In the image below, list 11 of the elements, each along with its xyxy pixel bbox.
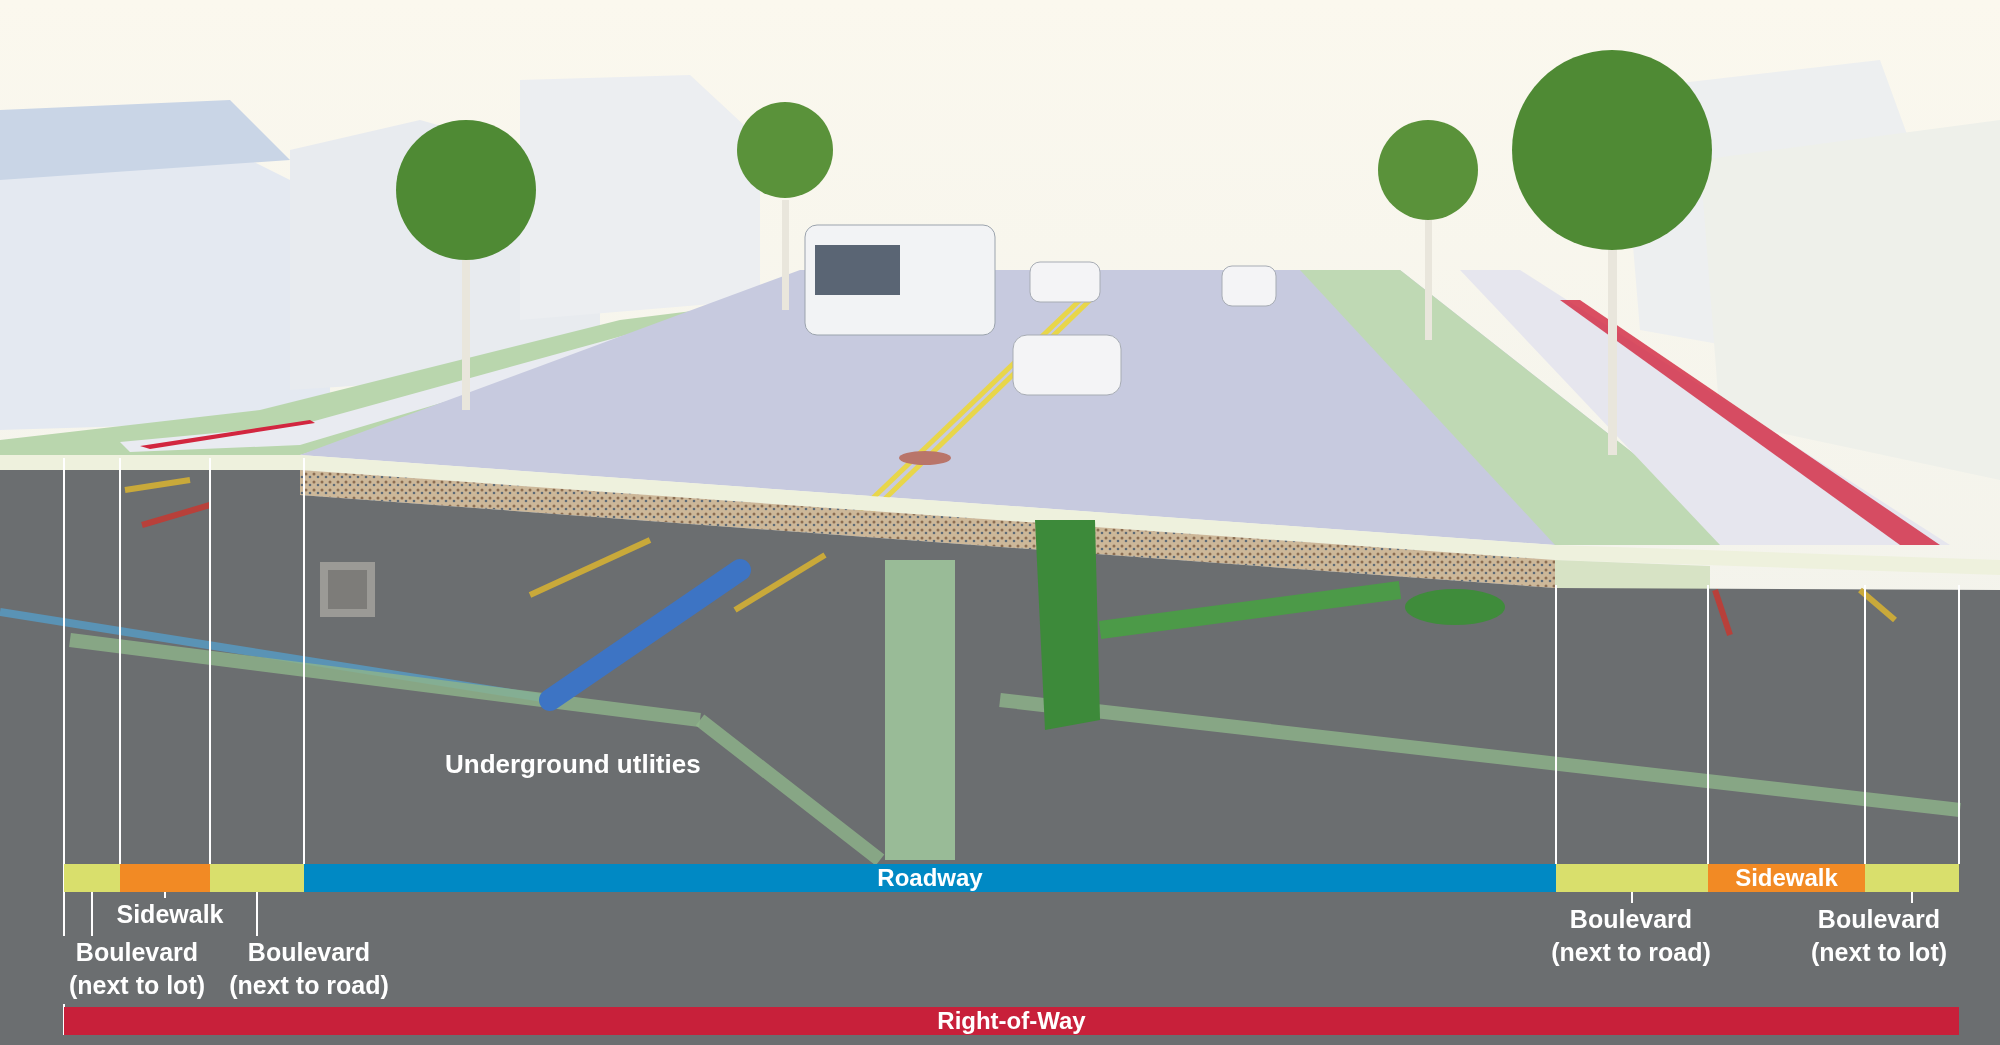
sidewalk-band [120,864,210,892]
boulevard-band [1556,864,1708,892]
sidewalk-band: Sidewalk [1708,864,1865,892]
roadway-band: Roadway [304,864,1556,892]
right-of-way-band: Right-of-Way [64,1007,1959,1035]
boulevard-band [210,864,304,892]
leader-line [91,891,93,939]
utilities-label: Underground utlities [445,748,701,781]
leader-line [256,891,258,939]
boulevard-band [1865,864,1959,892]
boulevard-band [64,864,120,892]
